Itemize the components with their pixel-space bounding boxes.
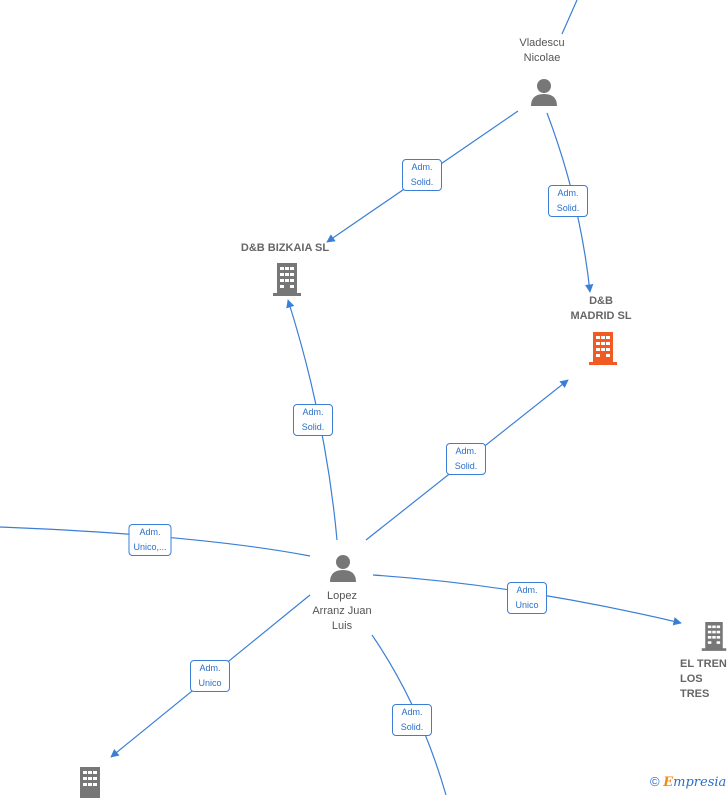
node-label-madrid[interactable]: D&B MADRID SL: [570, 295, 632, 322]
copyright-symbol: ©: [650, 774, 660, 789]
edge-label-vladescu-bizkaia[interactable]: Adm. Solid.: [402, 159, 442, 191]
node-label-lopez[interactable]: Lopez Arranz Juan Luis: [312, 590, 372, 632]
person-icon[interactable]: [529, 78, 559, 106]
node-label-bizkaia[interactable]: D&B BIZKAIA SL: [240, 242, 330, 254]
edge-label-vladescu-madrid[interactable]: Adm. Solid.: [548, 185, 588, 217]
edge-label-lopez-madrid[interactable]: Adm. Solid.: [446, 443, 486, 475]
node-label-eltren[interactable]: EL TREN LOS TRES: [680, 658, 727, 700]
brand-name: Empresia: [663, 775, 727, 790]
building-icon-highlighted[interactable]: [587, 331, 619, 365]
edge-left-lopez: [0, 526, 311, 557]
edge-label-lopez-eltren[interactable]: Adm. Unico: [507, 582, 547, 614]
building-icon[interactable]: [700, 619, 728, 653]
person-icon[interactable]: [328, 554, 358, 582]
building-icon[interactable]: [74, 766, 106, 800]
edge-label-left-lopez[interactable]: Adm. Unico,...: [128, 524, 172, 556]
edge-label-lopez-down[interactable]: Adm. Solid.: [392, 704, 432, 736]
edge-label-lopez-bizkaia[interactable]: Adm. Solid.: [293, 404, 333, 436]
node-label-vladescu[interactable]: Vladescu Nicolae: [519, 37, 565, 64]
empresia-watermark: © Empresia: [650, 774, 726, 790]
edge-vladescu-top: [561, 0, 578, 35]
building-icon[interactable]: [271, 262, 303, 296]
edge-label-lopez-bottom[interactable]: Adm. Unico: [190, 660, 230, 692]
